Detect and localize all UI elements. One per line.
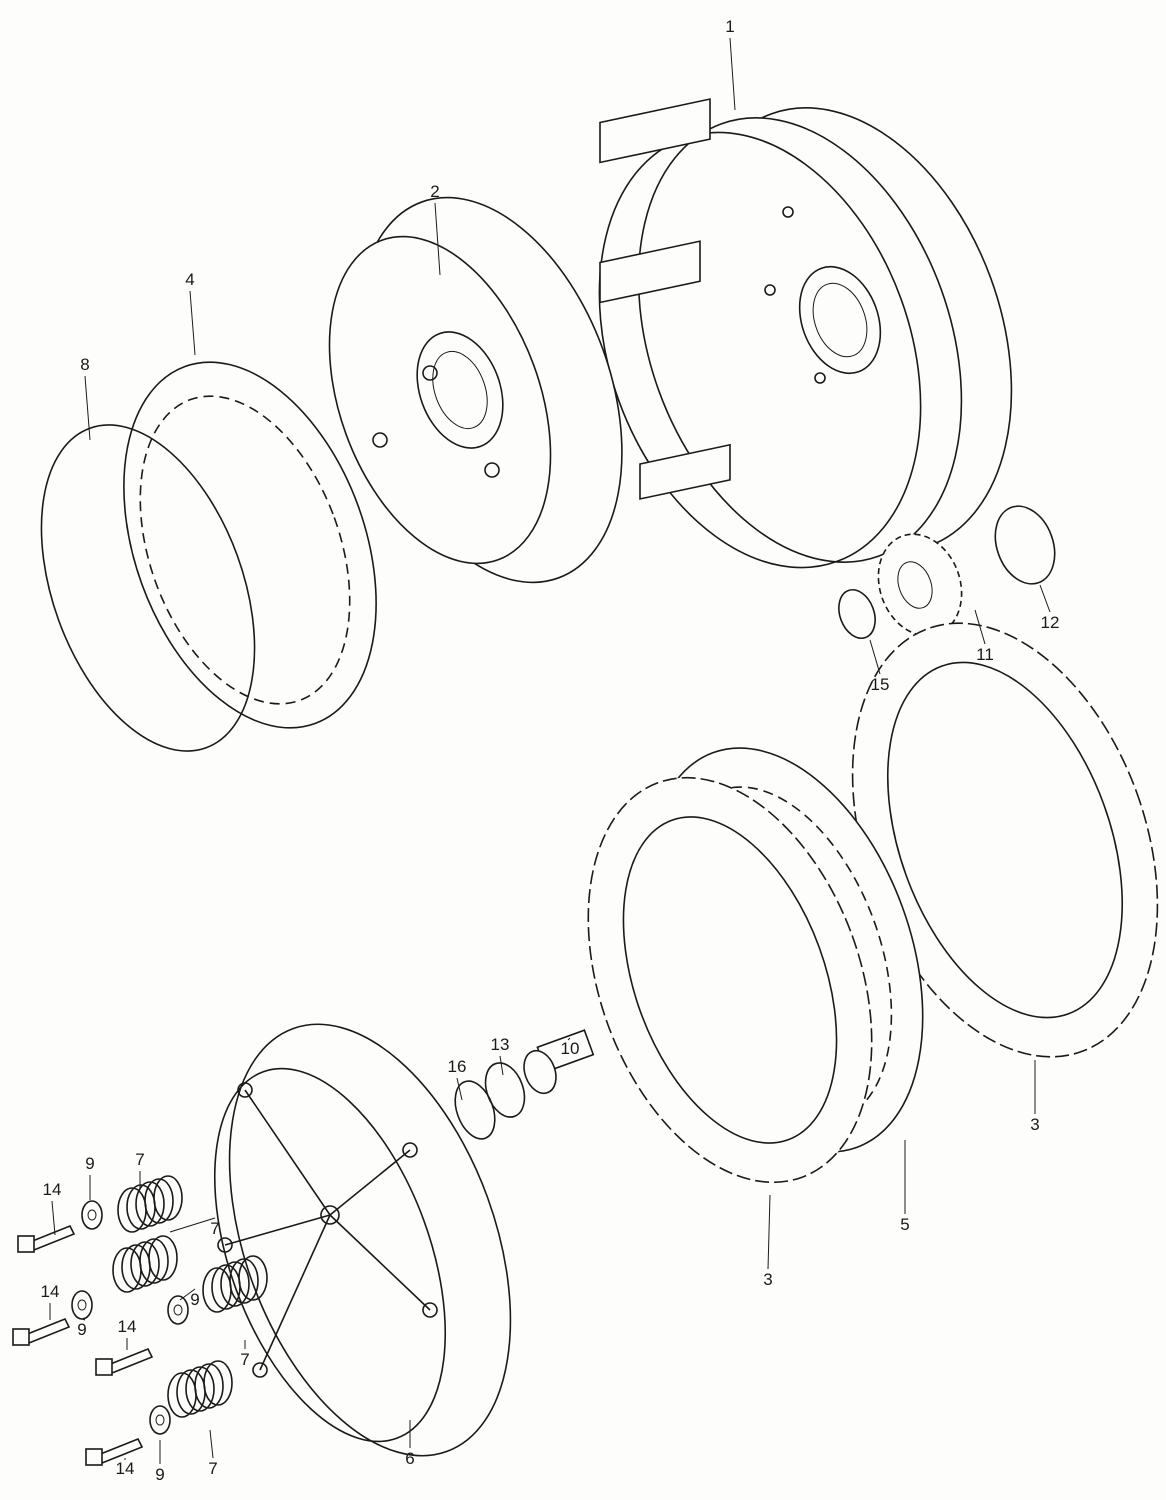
leader-line: [84, 375, 91, 441]
callout-6: 6: [405, 1449, 414, 1468]
leader-line: [51, 1200, 56, 1236]
bolt-shank: [28, 1224, 76, 1252]
spring-coil: [203, 1360, 233, 1406]
callout-4: 4: [185, 270, 194, 289]
leader-line: [456, 1077, 463, 1101]
callout-3: 3: [763, 1270, 772, 1289]
spring-coil: [220, 1261, 250, 1307]
leader-line: [169, 1217, 216, 1233]
washer: [71, 1290, 93, 1320]
washer-hole: [77, 1299, 87, 1311]
callout-12: 12: [1041, 613, 1060, 632]
spring-coil: [202, 1267, 232, 1313]
clutch-center: [328, 196, 623, 584]
callout-8: 8: [80, 355, 89, 374]
spring-coil: [130, 1241, 160, 1287]
washer-hole: [173, 1304, 183, 1316]
bolt-head: [12, 1328, 30, 1346]
springs-washers-bolts: [12, 1175, 268, 1466]
bolt-head: [95, 1358, 113, 1376]
spring-coil: [121, 1244, 151, 1290]
spring-coil: [126, 1184, 156, 1230]
callout-14: 14: [41, 1282, 60, 1301]
leader-line: [209, 1429, 214, 1459]
callout-14: 14: [118, 1317, 137, 1336]
callout-9: 9: [77, 1320, 86, 1339]
callout-2: 2: [430, 182, 439, 201]
spring-coil: [135, 1181, 165, 1227]
washer-hole: [87, 1209, 97, 1221]
washer: [81, 1200, 103, 1230]
clutch-plate: [123, 361, 377, 729]
washer-hole: [155, 1414, 165, 1426]
callout-13: 13: [491, 1035, 510, 1054]
callout-9: 9: [190, 1290, 199, 1309]
bolt-shank: [106, 1347, 154, 1375]
callout-9: 9: [85, 1154, 94, 1173]
leader-line: [729, 37, 736, 111]
callout-7: 7: [240, 1350, 249, 1369]
callout-15: 15: [871, 675, 890, 694]
callout-16: 16: [448, 1057, 467, 1076]
spring-coil: [139, 1238, 169, 1284]
leader-line: [567, 1037, 571, 1041]
callout-7: 7: [208, 1459, 217, 1478]
leader-line: [869, 639, 881, 675]
leader-line: [974, 609, 986, 645]
callout-10: 10: [561, 1039, 580, 1058]
callout-1: 1: [725, 17, 734, 36]
clutch-outer-housing: [598, 98, 1013, 569]
pressure-plate: [213, 1023, 512, 1457]
leader-line: [434, 202, 441, 276]
callout-7: 7: [210, 1219, 219, 1238]
callout-9: 9: [155, 1465, 164, 1484]
spring-coil: [112, 1247, 142, 1293]
washer: [149, 1405, 171, 1435]
callout-7: 7: [135, 1150, 144, 1169]
leader-line: [189, 290, 196, 356]
spring-coil: [176, 1369, 206, 1415]
leader-line: [1039, 584, 1051, 613]
spring-coil: [153, 1175, 183, 1221]
spring-coil: [167, 1372, 197, 1418]
bolt-head: [85, 1448, 103, 1466]
bolt-shank: [23, 1317, 71, 1345]
washer: [167, 1295, 189, 1325]
leader-line: [179, 1288, 196, 1301]
spring-coil: [238, 1255, 268, 1301]
callout-14: 14: [116, 1459, 135, 1478]
callout-3: 3: [1030, 1115, 1039, 1134]
friction-disc-front: [587, 776, 873, 1184]
spring-coil: [194, 1363, 224, 1409]
callout-5: 5: [900, 1215, 909, 1234]
set-ring: [40, 424, 256, 752]
leader-line: [499, 1055, 504, 1076]
primary-drive-gear-group: [838, 505, 1056, 640]
spring-coil: [148, 1235, 178, 1281]
spring-coil: [117, 1187, 147, 1233]
spring-coil: [144, 1178, 174, 1224]
leader-line: [767, 1194, 771, 1270]
callout-14: 14: [43, 1180, 62, 1199]
spring-coil: [185, 1366, 215, 1412]
lifter-parts: [454, 1029, 595, 1140]
bolt-head: [17, 1235, 35, 1253]
leader-line: [81, 1318, 86, 1321]
spring-coil: [229, 1258, 259, 1304]
callout-11: 11: [976, 645, 994, 664]
